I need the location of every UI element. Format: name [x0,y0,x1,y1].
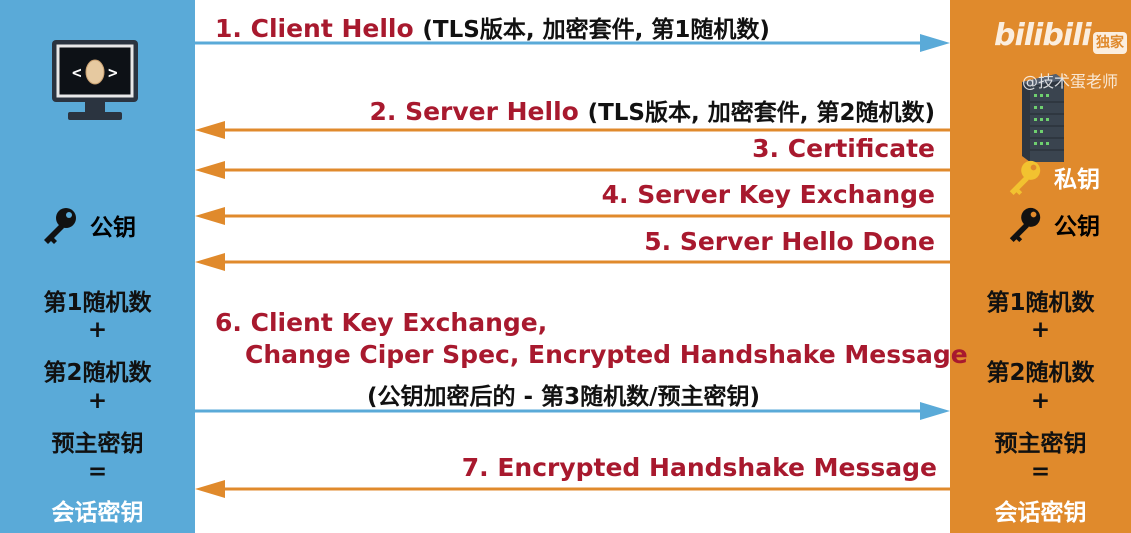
message-client-key-exchange: 6. Client Key Exchange, [215,308,548,337]
monitor-icon: < > [52,40,138,120]
message-encrypted-handshake: 7. Encrypted Handshake Message [461,453,937,482]
svg-text:<: < [72,63,82,82]
server-icon [1022,74,1064,162]
message-change-cipher-spec: Change Ciper Spec, Encrypted Handshake M… [245,340,968,369]
message-certificate: 3. Certificate [752,134,935,163]
arrow-to-client [195,253,950,271]
message-server-hello: 2. Server Hello (TLS版本, 加密套件, 第2随机数) [369,93,935,127]
svg-text:>: > [108,63,118,82]
message-client-hello: 1. Client Hello (TLS版本, 加密套件, 第1随机数) [215,10,770,44]
server-public-key: 公钥 [1006,205,1100,243]
arrow-to-server [195,34,950,52]
client-public-key: 公钥 [40,205,136,245]
message-server-hello-done: 5. Server Hello Done [644,227,935,256]
server-random1: 第1随机数 [986,290,1095,316]
server-private-key: 私钥 [1006,158,1100,196]
client-equals: = [87,459,108,485]
key-icon [1009,207,1041,243]
arrow-to-client [195,207,950,225]
client-plus1: + [87,317,108,343]
key-icon [44,208,76,244]
key-icon [1009,160,1041,196]
message-params: (TLS版本, 加密套件, 第2随机数) [587,100,935,126]
arrow-to-server [195,402,950,420]
message-premaster-note: (公钥加密后的 - 第3随机数/预主密钥) [367,384,760,410]
client-panel: < > 公钥 第1随机数 + 第2随机数 + 预主密钥 = 会话密钥 [0,0,195,533]
bilibili-logo: bilibili [994,18,1092,53]
client-session-key: 会话密钥 [51,500,144,526]
server-panel: 私钥 公钥 第1随机数 + 第2随机数 + 预主密钥 = 会话密钥 [950,0,1131,533]
server-random2: 第2随机数 [986,360,1095,386]
client-premaster: 预主密钥 [51,431,144,457]
server-plus1: + [1030,317,1051,343]
arrow-to-client [195,480,950,498]
server-premaster: 预主密钥 [994,431,1087,457]
server-equals: = [1030,459,1051,485]
client-random2: 第2随机数 [43,360,152,386]
server-private-key-label: 私钥 [1054,167,1100,193]
message-label: 2. Server Hello [369,97,579,126]
client-random1: 第1随机数 [43,290,152,316]
server-public-key-label: 公钥 [1054,214,1100,240]
server-session-key: 会话密钥 [994,500,1087,526]
client-public-key-label: 公钥 [90,215,136,241]
message-label: 1. Client Hello [215,14,414,43]
server-plus2: + [1030,388,1051,414]
exclusive-badge: 独家 [1093,32,1127,54]
author-watermark: @技术蛋老师 [1022,72,1119,91]
arrow-to-client [195,161,950,179]
client-plus2: + [87,388,108,414]
arrow-to-client [195,121,950,139]
message-server-key-exchange: 4. Server Key Exchange [601,180,935,209]
message-params: (TLS版本, 加密套件, 第1随机数) [422,17,770,43]
